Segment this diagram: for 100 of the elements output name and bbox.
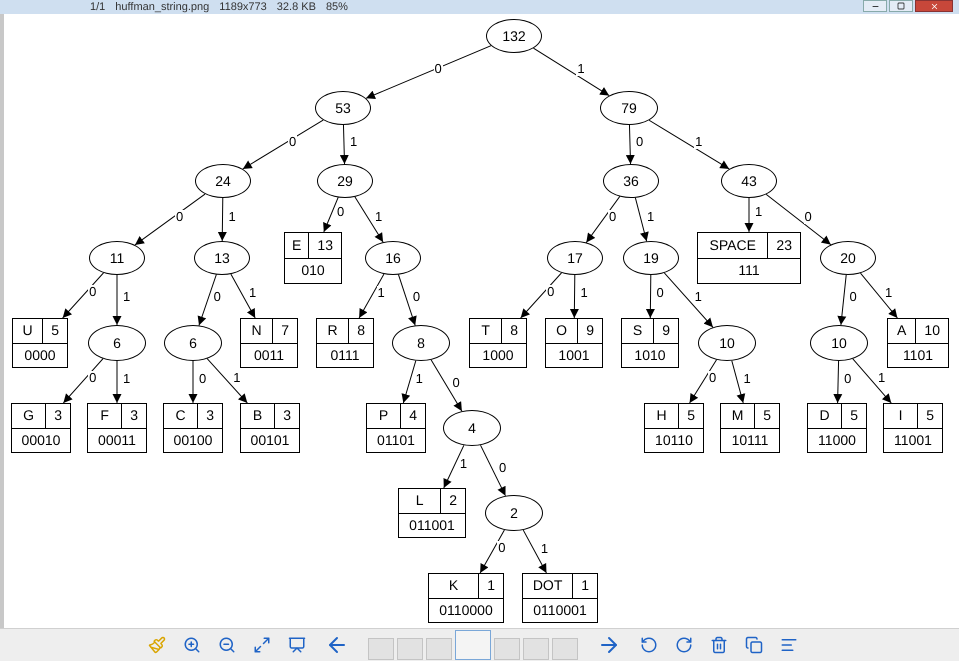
- frequency-text: 2: [448, 491, 458, 510]
- edge-label: 0: [452, 376, 461, 390]
- edge-label: 1: [458, 456, 468, 471]
- arrow: [731, 360, 746, 404]
- edge-label: 1: [540, 542, 550, 556]
- arrow: [766, 194, 832, 246]
- arrow: [366, 45, 492, 99]
- record-box: [621, 318, 679, 368]
- weight-text: 43: [741, 172, 757, 190]
- edge-label: 0: [635, 134, 644, 148]
- tree-node-ellipse: [195, 164, 251, 198]
- code-text: 010: [300, 261, 326, 280]
- arrow: [570, 274, 579, 318]
- arrow: [634, 197, 649, 242]
- edge-label: 0: [212, 290, 222, 304]
- record-box: [545, 318, 603, 368]
- record-box: [87, 403, 147, 453]
- frequency-text: 10: [923, 321, 941, 340]
- edge-label: 1: [877, 370, 886, 385]
- record-box: [522, 573, 598, 623]
- symbol-text: G: [12, 404, 46, 428]
- arrow: [646, 274, 655, 318]
- symbol-text: M: [721, 404, 756, 428]
- arrow: [689, 359, 718, 404]
- edge-label: 0: [546, 285, 556, 300]
- code-text: 0011: [252, 346, 286, 365]
- weight-text: 19: [643, 248, 659, 268]
- symbol-text: L: [399, 489, 442, 512]
- symbol-text: I: [884, 404, 918, 428]
- weight-text: 29: [337, 172, 353, 190]
- frequency-text: 4: [408, 406, 418, 426]
- code-text: 1001: [557, 346, 591, 365]
- edge-label: 0: [175, 210, 184, 224]
- arrow: [323, 196, 339, 232]
- code-text: 00011: [97, 430, 137, 450]
- edge-label: 1: [232, 370, 242, 385]
- frequency-text: 1: [580, 576, 590, 596]
- weight-text: 4: [468, 418, 476, 438]
- edge-label: 0: [288, 134, 298, 148]
- symbol-text: R: [317, 319, 350, 342]
- record-box: [398, 488, 466, 538]
- tree-node-ellipse: [600, 91, 658, 125]
- record-box: [284, 232, 342, 284]
- symbol-text: E: [285, 233, 310, 258]
- frequency-text: 3: [205, 406, 215, 426]
- arrow: [480, 444, 506, 496]
- code-text: 10110: [654, 430, 694, 450]
- frequency-text: 8: [509, 321, 519, 340]
- code-text: 111: [737, 261, 761, 280]
- arrow: [430, 359, 462, 412]
- weight-text: 79: [621, 98, 637, 118]
- edge-label: 0: [608, 210, 618, 224]
- tree-node-ellipse: [603, 164, 659, 198]
- code-text: 00101: [250, 430, 290, 450]
- arrow: [134, 194, 206, 246]
- edge-label: 1: [122, 290, 132, 304]
- frequency-text: 7: [280, 321, 290, 340]
- arrow: [626, 124, 635, 164]
- arrow: [112, 360, 122, 404]
- weight-text: 53: [335, 98, 351, 118]
- symbol-text: P: [367, 404, 402, 428]
- arrow: [522, 530, 547, 574]
- code-text: 0000: [23, 346, 57, 365]
- arrow: [648, 120, 730, 170]
- edge-label: 1: [576, 62, 586, 76]
- frequency-text: 3: [53, 406, 63, 426]
- arrow: [242, 120, 324, 170]
- arrow: [833, 360, 842, 404]
- tree-node-ellipse: [89, 241, 145, 275]
- symbol-text: T: [470, 319, 502, 342]
- symbol-text: D: [808, 404, 842, 428]
- arrow: [206, 358, 248, 404]
- symbol-text: H: [645, 404, 680, 428]
- edge-label: 0: [848, 290, 858, 304]
- record-box: [240, 318, 298, 368]
- code-text: 1000: [481, 346, 515, 365]
- tree-node-ellipse: [317, 164, 373, 198]
- tree-node-ellipse: [365, 241, 421, 275]
- title-text: 1189x773: [219, 0, 267, 14]
- arrow: [443, 444, 464, 488]
- weight-text: 17: [567, 248, 583, 268]
- edge-label: 0: [88, 370, 98, 385]
- record-box: [720, 403, 780, 453]
- frequency-text: 5: [686, 406, 696, 426]
- code-text: 0111: [329, 346, 361, 365]
- edge-label: 0: [656, 286, 665, 300]
- edge-label: 0: [843, 372, 852, 386]
- arrow: [398, 274, 417, 326]
- weight-text: 20: [840, 248, 856, 268]
- record-box: [11, 403, 71, 453]
- symbol-text: DOT: [523, 574, 574, 598]
- code-text: 0110001: [532, 600, 588, 620]
- code-text: 01101: [376, 430, 416, 450]
- code-text: 0110000: [438, 600, 494, 620]
- record-box: [428, 573, 504, 623]
- record-box: [366, 403, 426, 453]
- weight-text: 24: [215, 172, 231, 190]
- tree-node-ellipse: [721, 164, 777, 198]
- code-text: 00010: [20, 430, 62, 450]
- weight-text: 132: [502, 26, 526, 46]
